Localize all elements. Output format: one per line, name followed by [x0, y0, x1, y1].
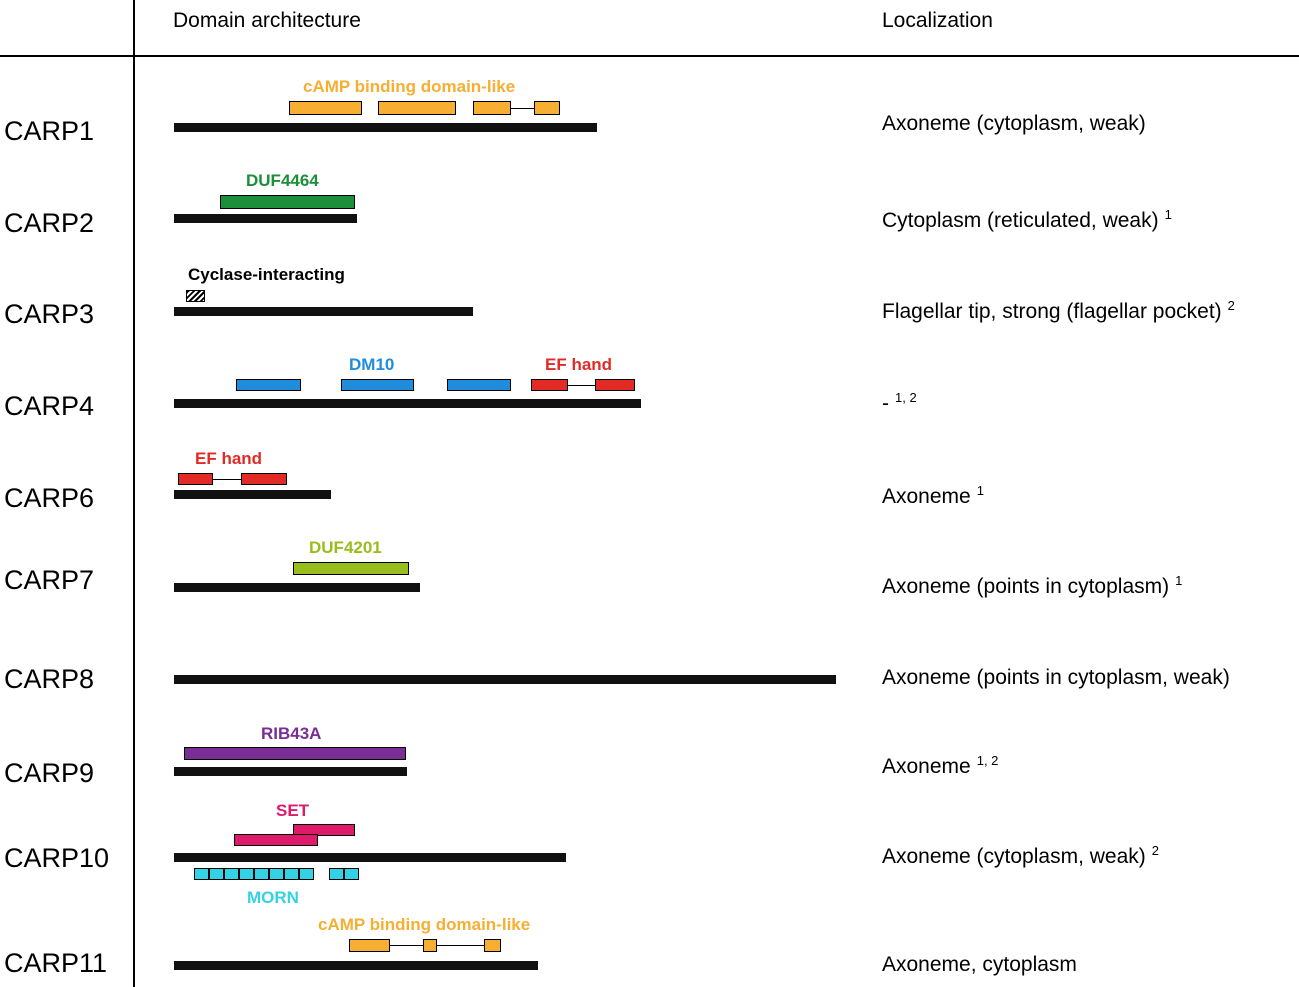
protein-line-carp2 [174, 214, 357, 223]
duf4464-domain [220, 195, 355, 209]
protein-name-carp7: CARP7 [4, 565, 95, 595]
morn-repeat-segment [209, 868, 224, 880]
camp-domain-2 [423, 939, 437, 952]
morn-repeat-segment [239, 868, 254, 880]
morn-repeat-segment [284, 868, 299, 880]
morn-repeat-segment [269, 868, 284, 880]
morn-repeat-segment [254, 868, 269, 880]
set-domain-2 [234, 834, 318, 846]
domain-label-dm10: DM10 [349, 355, 395, 374]
ef-hand-domain-1 [531, 379, 568, 391]
domain-label-duf4201: DUF4201 [309, 538, 382, 557]
camp-domain-3a [473, 101, 511, 115]
morn-repeat-segment [194, 868, 209, 880]
dm10-domain-2 [341, 379, 414, 391]
protein-name-carp11: CARP11 [4, 948, 108, 978]
protein-name-carp10: CARP10 [4, 843, 110, 873]
localization-carp4: -1, 2 [882, 390, 917, 415]
localization-carp10: Axoneme (cytoplasm, weak)2 [882, 843, 1159, 868]
rib43a-domain [184, 747, 406, 760]
protein-line-carp10 [174, 853, 566, 862]
protein-line-carp9 [174, 767, 407, 776]
domain-label-duf4464: DUF4464 [246, 171, 319, 190]
protein-name-carp1: CARP1 [4, 116, 95, 146]
protein-name-carp8: CARP8 [4, 664, 95, 694]
ef-hand-domain-2 [595, 379, 635, 391]
domain-label-ef-hand-carp6: EF hand [195, 449, 263, 468]
protein-line-carp1 [174, 123, 597, 132]
protein-line-carp6 [174, 490, 331, 499]
header-domain-architecture: Domain architecture [173, 9, 361, 32]
localization-carp2: Cytoplasm (reticulated, weak)1 [882, 207, 1172, 232]
protein-name-carp9: CARP9 [4, 758, 95, 788]
column-divider [133, 0, 135, 987]
localization-carp7: Axoneme (points in cytoplasm)1 [882, 573, 1183, 598]
camp-domain-1 [349, 939, 390, 952]
morn-repeat-segment [224, 868, 239, 880]
domain-connector [511, 108, 534, 109]
header-divider [0, 55, 1299, 57]
camp-domain-3 [484, 939, 501, 952]
morn-repeat-segment [344, 868, 359, 880]
morn-repeat-segment [299, 868, 314, 880]
set-domain-1 [293, 824, 355, 836]
protein-line-carp7 [174, 583, 420, 592]
dm10-domain-1 [236, 379, 301, 391]
localization-carp8: Axoneme (points in cytoplasm, weak) [882, 666, 1230, 689]
domain-connector [437, 945, 484, 946]
protein-line-carp3 [174, 307, 473, 316]
domain-connector [213, 479, 241, 480]
morn-repeat-segment [329, 868, 344, 880]
localization-carp11: Axoneme, cytoplasm [882, 953, 1077, 976]
protein-line-carp11 [174, 961, 538, 970]
protein-name-carp3: CARP3 [4, 299, 95, 329]
domain-label-rib43a: RIB43A [261, 724, 322, 743]
ef-hand-domain-2 [241, 473, 287, 485]
domain-label-morn: MORN [247, 888, 299, 907]
camp-domain-3b [534, 101, 560, 115]
header-localization: Localization [882, 9, 993, 32]
domain-label-ef-hand-carp4: EF hand [545, 355, 613, 374]
domain-label-set: SET [276, 801, 310, 820]
protein-line-carp4 [174, 399, 641, 408]
ef-hand-domain-1 [178, 473, 213, 485]
protein-name-carp4: CARP4 [4, 391, 95, 421]
domain-label-cyclase-interacting: Cyclase-interacting [188, 265, 345, 284]
duf4201-domain [293, 562, 409, 575]
camp-domain-1 [289, 101, 362, 115]
protein-line-carp8 [174, 675, 836, 684]
localization-carp3: Flagellar tip, strong (flagellar pocket)… [882, 298, 1235, 323]
domain-connector [568, 385, 595, 386]
domain-connector [390, 945, 423, 946]
protein-name-carp6: CARP6 [4, 483, 95, 513]
domain-label-camp-carp1: cAMP binding domain-like [303, 77, 516, 96]
camp-domain-2 [378, 101, 456, 115]
cyclase-interacting-domain [186, 290, 205, 302]
localization-carp1: Axoneme (cytoplasm, weak) [882, 112, 1146, 135]
protein-name-carp2: CARP2 [4, 208, 95, 238]
dm10-domain-3 [447, 379, 511, 391]
domain-label-camp-carp11: cAMP binding domain-like [318, 915, 531, 934]
